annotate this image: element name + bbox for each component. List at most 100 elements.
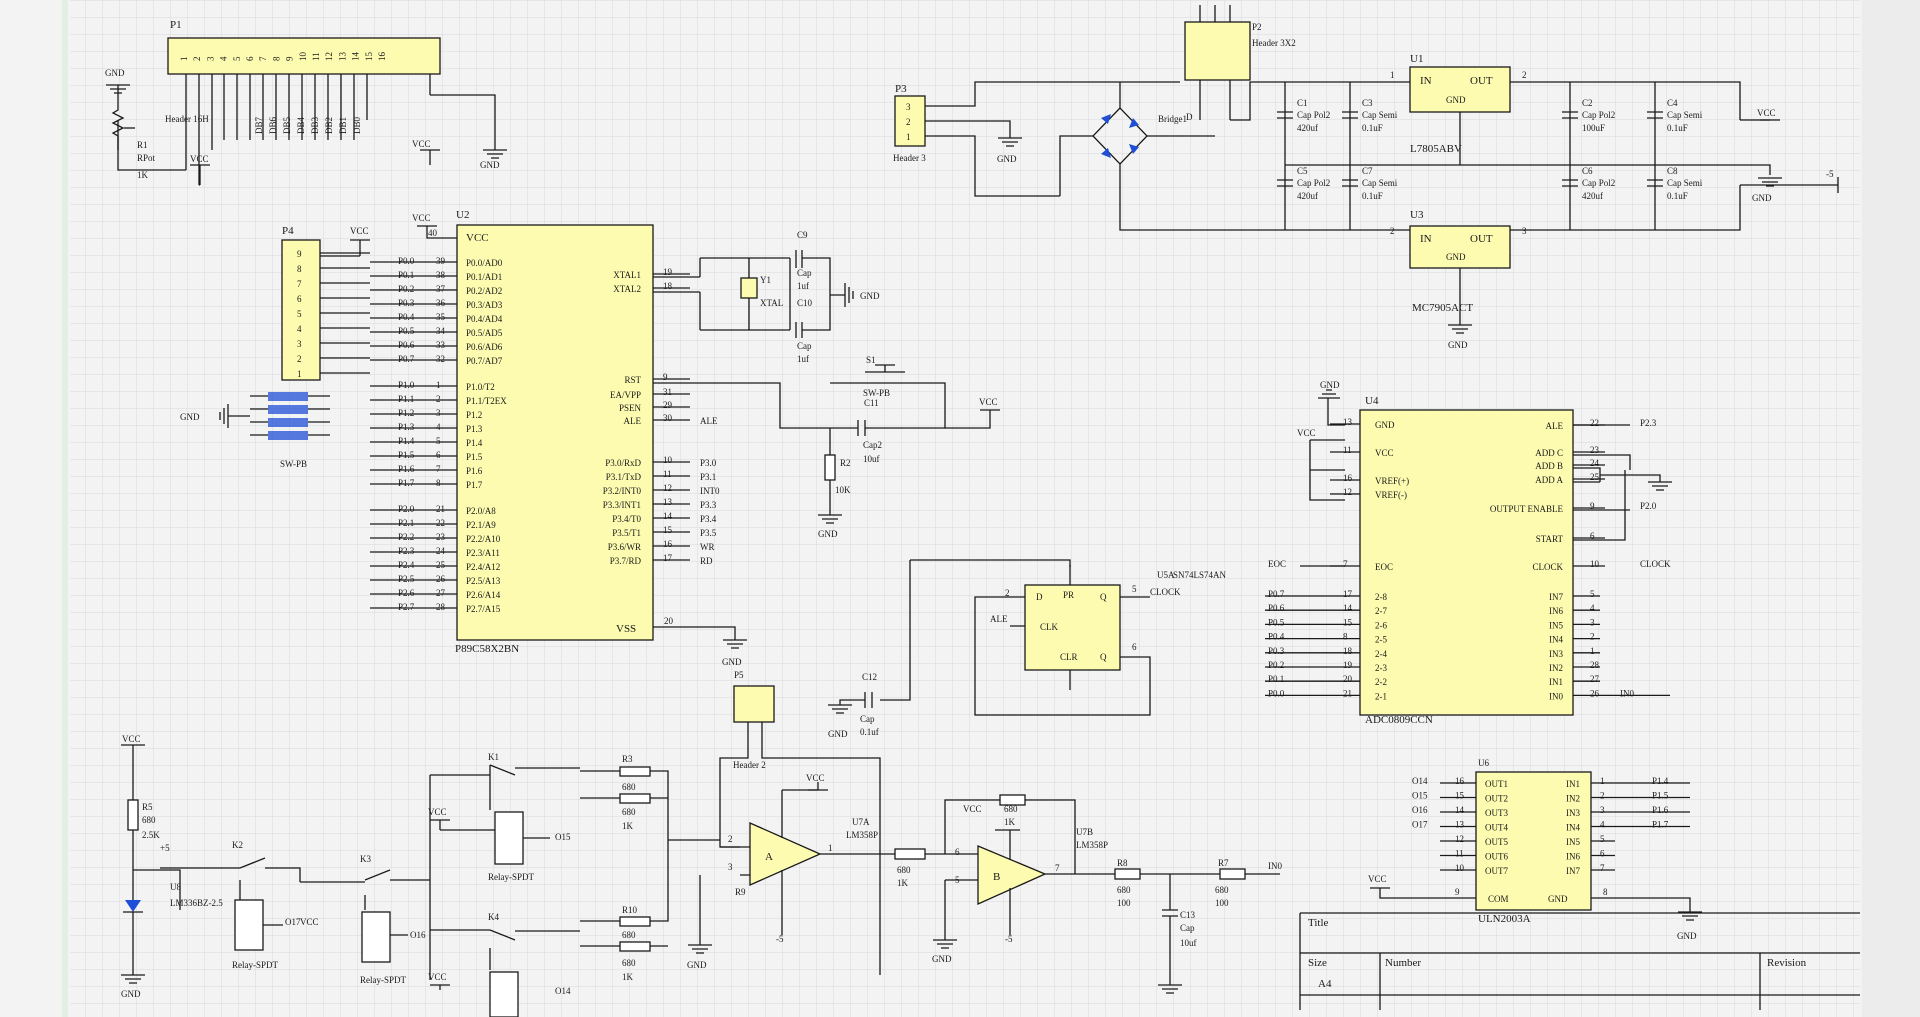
uln-pin-number: 10 xyxy=(1455,863,1465,873)
connector-p3[interactable]: P3 3 2 1 Header 3 xyxy=(893,83,926,163)
mcu-net-label: P2.3 xyxy=(398,546,415,556)
relay-k3[interactable]: K3 Relay-SPDT O16 xyxy=(300,854,430,985)
capacitor-c11[interactable]: C11 Cap2 10uf xyxy=(830,398,945,464)
svg-text:U7B: U7B xyxy=(1076,827,1093,837)
svg-text:2: 2 xyxy=(1522,70,1527,80)
mcu-pin-name: P3.3/INT1 xyxy=(603,500,641,510)
svg-text:Q: Q xyxy=(1100,652,1107,662)
relay-resistors[interactable]: R3 680 680 1K R10 680 680 1K xyxy=(580,754,720,982)
svg-text:VCC: VCC xyxy=(412,213,431,223)
analog-resistors[interactable]: 680 1K 680 1K R8 680 100 R7 680 100 IN0 xyxy=(894,794,1282,910)
adc-pin-number: 22 xyxy=(1590,418,1599,428)
opamp-u7a[interactable]: A U7A LM358P 2 3 1 R9 xyxy=(699,789,895,945)
connector-p2[interactable]: P2 Header 3X2 xyxy=(1184,5,1380,121)
adc-pin-number: 18 xyxy=(1343,646,1353,656)
microcontroller-u2[interactable]: U2 VCC 40 VSS 20 P89C58X2BN P0.0/AD039P0… xyxy=(370,209,720,655)
bridge-rectifier[interactable]: D Bridge1 xyxy=(925,81,1380,231)
svg-text:C13: C13 xyxy=(1180,910,1196,920)
adc-pin-name: OUTPUT ENABLE xyxy=(1490,504,1564,514)
mcu-net-label: P1.4 xyxy=(398,436,415,446)
adc-pin-number: 11 xyxy=(1343,445,1352,455)
svg-text:R10: R10 xyxy=(622,905,638,915)
svg-text:GND: GND xyxy=(1448,340,1468,350)
svg-text:Header 3X2: Header 3X2 xyxy=(1252,38,1296,48)
adc-aux-wiring: GND VCC xyxy=(1297,380,1672,567)
svg-text:680: 680 xyxy=(622,807,636,817)
svg-text:1K: 1K xyxy=(622,821,634,831)
svg-text:2: 2 xyxy=(728,834,733,844)
mcu-pin-number: 24 xyxy=(436,546,446,556)
adc-u4[interactable]: U4 GND13VCC11VREF(+)16VREF(-)12EOC7EOCAL… xyxy=(1265,395,1671,726)
svg-text:VCC: VCC xyxy=(466,232,489,244)
svg-text:CLOCK: CLOCK xyxy=(1150,587,1181,597)
p1-pin-number: 10 xyxy=(298,52,308,62)
keypad-key xyxy=(268,405,308,414)
svg-text:10uf: 10uf xyxy=(863,454,880,464)
mcu-pin-number: 9 xyxy=(663,372,668,382)
crystal-y1[interactable]: Y1 XTAL xyxy=(653,257,791,331)
mcu-pin-name: P2.5/A13 xyxy=(466,576,501,586)
driver-ic-u6[interactable]: U6 OUT116O14OUT215O15OUT314O16OUT413O17O… xyxy=(1368,758,1702,941)
svg-text:U8: U8 xyxy=(170,882,181,892)
adc-pin-name: VREF(-) xyxy=(1375,490,1407,500)
p4-pin-number: 1 xyxy=(297,369,302,379)
mcu-pin-name: P1.2 xyxy=(466,410,482,420)
svg-text:6: 6 xyxy=(1132,642,1137,652)
capacitor-c9[interactable]: C9 Cap 1uf xyxy=(795,230,812,291)
p4-pin-number: 6 xyxy=(297,294,302,304)
svg-text:C11: C11 xyxy=(864,398,879,408)
relay-k1[interactable]: K1 Relay-SPDT O15 VCC xyxy=(428,752,580,980)
svg-text:GND: GND xyxy=(105,68,125,78)
svg-text:GND: GND xyxy=(1752,193,1772,203)
svg-text:Number: Number xyxy=(1385,957,1421,969)
p4-pin-number: 3 xyxy=(297,339,302,349)
mcu-net-label: INT0 xyxy=(700,486,720,496)
svg-text:1uf: 1uf xyxy=(797,281,809,291)
svg-text:Q: Q xyxy=(1100,592,1107,602)
adc-pin-name: EOC xyxy=(1375,562,1393,572)
p1-net-label: DB6 xyxy=(268,116,278,134)
adc-pin-number: 16 xyxy=(1343,473,1353,483)
uln-pin-number: 3 xyxy=(1600,805,1605,815)
relay-k4[interactable]: K4 O14 VCC xyxy=(428,912,580,1017)
mcu-pin-number: 10 xyxy=(663,455,673,465)
relay-k2[interactable]: K2 Relay-SPDT O17 VCC xyxy=(160,840,319,970)
regulator-u3[interactable]: U3 IN OUT GND 2 3 MC7905ACT GND xyxy=(1380,185,1741,350)
flipflop-u5a[interactable]: D PR Q CLK CLR Q U5A SN74LS74AN 2 5 6 CL… xyxy=(839,559,1227,716)
mcu-pin-number: 13 xyxy=(663,497,673,507)
regulator-u1[interactable]: U1 IN OUT GND 1 2 L7805ABV xyxy=(1380,53,1741,165)
mcu-net-label: P2.4 xyxy=(398,560,415,570)
resistor-r2[interactable]: R2 10K GND xyxy=(818,428,851,539)
reference-circuit[interactable]: VCC R5 680 2.5K +5 U8 LM336BZ-2.5 GND xyxy=(121,734,223,999)
mcu-net-label: P1.1 xyxy=(398,394,414,404)
adc-pin-name: IN6 xyxy=(1549,606,1563,616)
connector-p5[interactable]: P5 Header 2 xyxy=(719,670,881,975)
mcu-pin-number: 29 xyxy=(663,400,673,410)
potentiometer-r1[interactable]: R1 RPot 1K xyxy=(111,102,156,180)
mcu-pin-name: P1.7 xyxy=(466,480,483,490)
adc-pin-name: ADD C xyxy=(1535,448,1563,458)
svg-text:VCC: VCC xyxy=(350,226,369,236)
capacitor-c13[interactable]: C13 Cap 10uf xyxy=(1158,909,1197,994)
mcu-pin-name: P0.4/AD4 xyxy=(466,314,503,324)
uln-pin-name: IN3 xyxy=(1566,808,1580,818)
opamp-u7b[interactable]: B U7B LM358P 6 5 7 xyxy=(925,799,1115,940)
vcc-symbol-p1-b: VCC xyxy=(412,139,440,165)
svg-text:6: 6 xyxy=(955,847,960,857)
uln-pin-name: OUT2 xyxy=(1485,794,1508,804)
svg-text:-5: -5 xyxy=(1005,934,1013,944)
mcu-net-label: P3.4 xyxy=(700,514,717,524)
svg-text:1K: 1K xyxy=(137,170,149,180)
keypad-switch-array[interactable]: SW-PB xyxy=(250,392,330,469)
mcu-pin-name: P2.7/A15 xyxy=(466,604,501,614)
mcu-pin-number: 23 xyxy=(436,532,446,542)
capacitor-c12[interactable]: C12 Cap 0.1uf GND xyxy=(828,672,879,739)
capacitor-name: Cap Pol2 xyxy=(1297,178,1330,188)
adc-pin-number: 13 xyxy=(1343,417,1353,427)
svg-text:GND: GND xyxy=(722,657,742,667)
p1-pin-number: 13 xyxy=(337,52,347,62)
uln-net-label: P1.5 xyxy=(1652,791,1669,801)
